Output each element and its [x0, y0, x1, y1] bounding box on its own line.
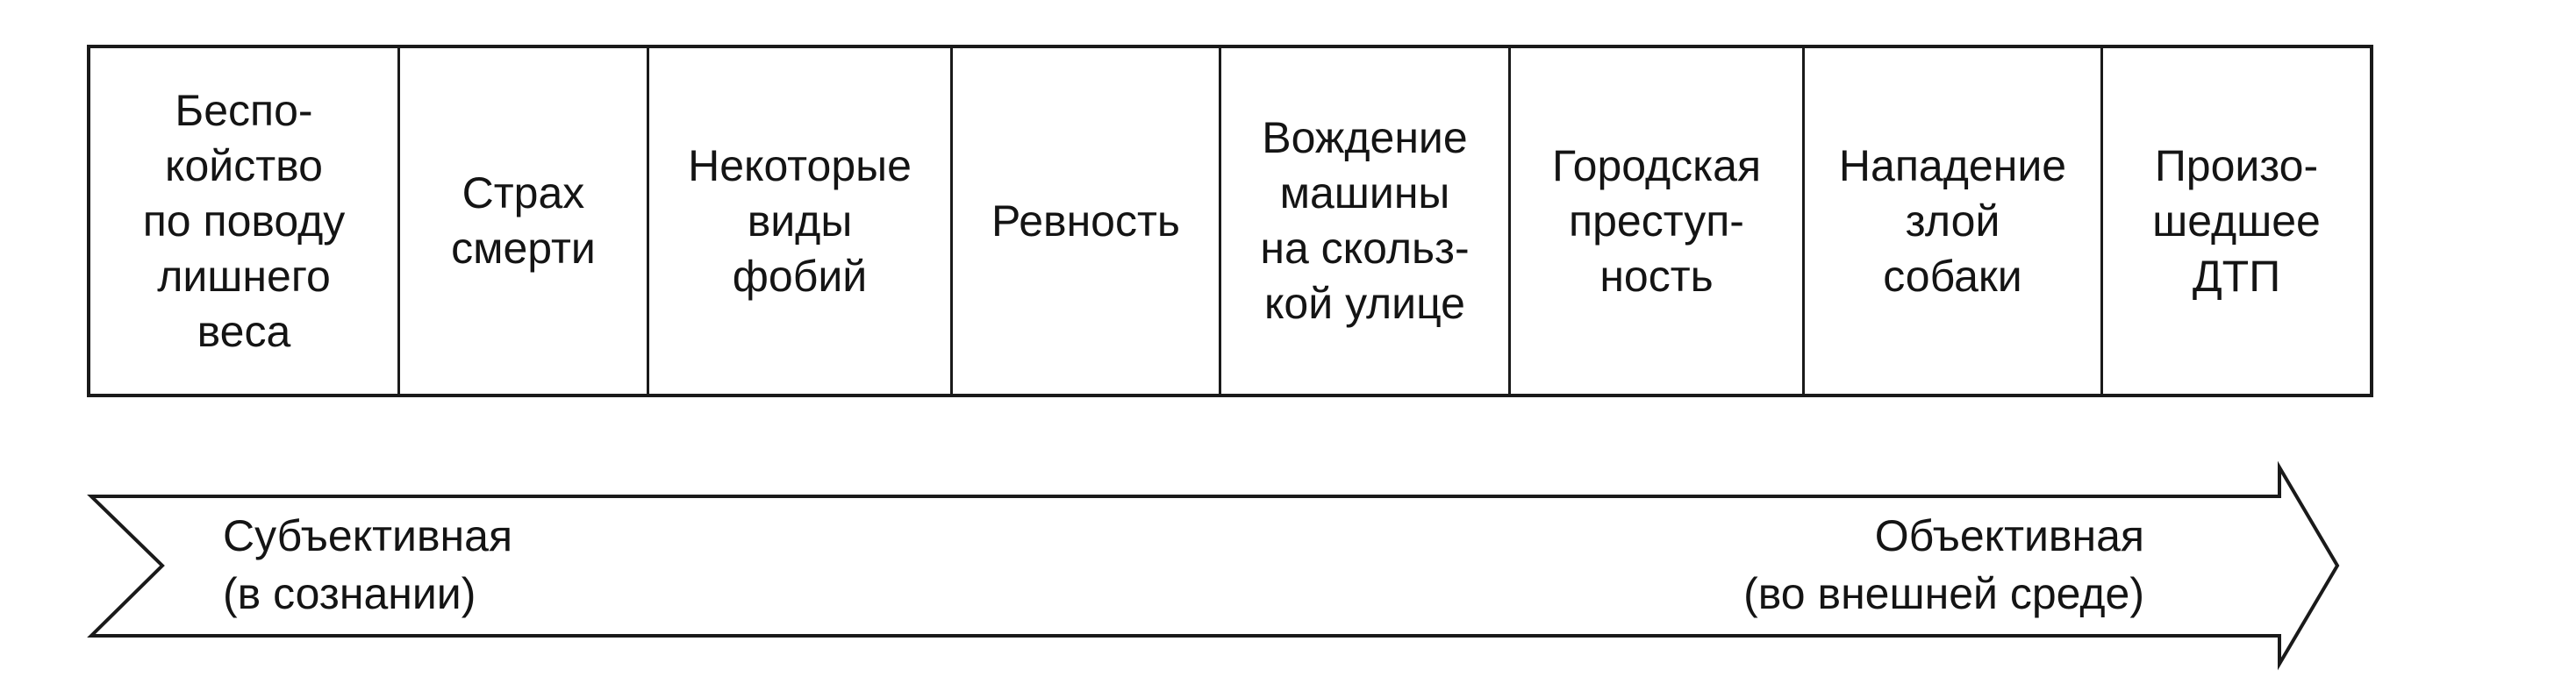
cell-fear-of-death: Страх смерти: [400, 48, 649, 394]
threat-spectrum-table: Беспо- койство по поводу лишнего веса Ст…: [87, 45, 2373, 397]
arrow-outline: [87, 460, 2340, 671]
cell-slippery-driving-text: Вождение машины на скольз- кой улице: [1260, 113, 1470, 328]
cell-jealousy-text: Ревность: [991, 196, 1180, 246]
cell-traffic-accident-text: Произо- шедшее ДТП: [2152, 140, 2321, 301]
arrow-left-label: Субъективная (в сознании): [223, 511, 513, 618]
cell-urban-crime-text: Городская преступ- ность: [1551, 140, 1762, 301]
cell-traffic-accident: Произо- шедшее ДТП: [2103, 48, 2370, 394]
cell-phobias: Некоторые виды фобий: [649, 48, 953, 394]
cell-fear-of-death-text: Страх смерти: [451, 168, 596, 273]
arrow-right-label: Объективная (во внешней среде): [1743, 511, 2144, 618]
cell-dog-attack: Нападение злой собаки: [1805, 48, 2103, 394]
cell-urban-crime: Городская преступ- ность: [1511, 48, 1805, 394]
cell-slippery-driving: Вождение машины на скольз- кой улице: [1221, 48, 1511, 394]
cell-jealousy: Ревность: [953, 48, 1221, 394]
cell-dog-attack-text: Нападение злой собаки: [1838, 140, 2067, 301]
cell-phobias-text: Некоторые виды фобий: [688, 140, 912, 301]
cell-weight-anxiety: Беспо- койство по поводу лишнего веса: [90, 48, 400, 394]
cell-weight-anxiety-text: Беспо- койство по поводу лишнего веса: [142, 85, 346, 356]
